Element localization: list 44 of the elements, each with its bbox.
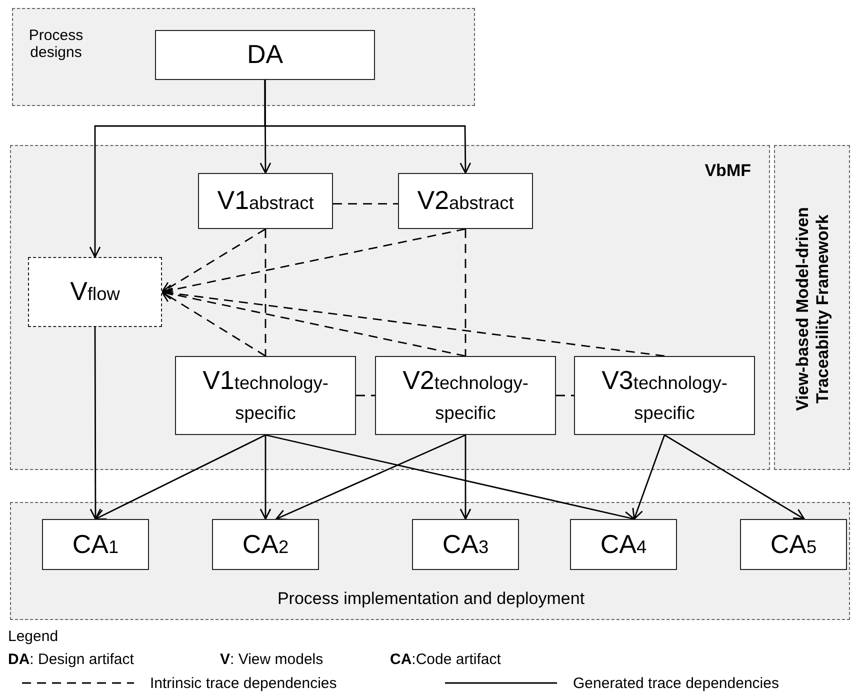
legend-label: Intrinsic trace dependencies <box>150 675 337 692</box>
model-box <box>574 356 755 435</box>
group-label: VbMF <box>704 161 751 181</box>
group-panel <box>10 145 770 470</box>
arrow <box>276 434 466 520</box>
model-box <box>198 173 333 229</box>
model-box <box>375 356 556 435</box>
group-panel <box>10 502 850 620</box>
dashed-connector <box>161 288 466 357</box>
arrow <box>460 435 472 520</box>
model-box <box>175 356 356 435</box>
group-label: Process designs <box>28 27 84 61</box>
model-box <box>398 173 533 229</box>
dashed-connector <box>464 229 466 356</box>
group-panel <box>774 145 850 470</box>
arrow <box>260 435 272 520</box>
arrow <box>90 327 102 520</box>
node-label: DA <box>246 40 284 70</box>
model-box <box>42 519 149 570</box>
model-box <box>412 519 519 570</box>
dashed-connector <box>264 229 266 356</box>
dashed-view-box <box>28 257 162 327</box>
dashed-connector <box>556 394 574 396</box>
legend-entry: CA:Code artifact <box>390 651 501 668</box>
model-box <box>570 519 677 570</box>
model-box <box>740 519 847 570</box>
dashed-connector <box>333 203 398 204</box>
arrow <box>664 434 805 520</box>
model-box <box>155 30 375 80</box>
dashed-connector <box>161 291 266 357</box>
legend-entry: DA: Design artifact <box>8 651 134 668</box>
dashed-connector <box>161 228 266 293</box>
legend-label: Generated trace dependencies <box>573 675 779 692</box>
group-panel <box>12 8 475 106</box>
legend-title: Legend <box>8 628 58 645</box>
dashed-connector <box>161 228 466 296</box>
dashed-connector <box>356 394 375 396</box>
group-label: View-based Model-driven Traceability Framework <box>793 206 833 413</box>
arrow <box>94 434 266 520</box>
arrow <box>632 434 666 520</box>
legend-entry: V: View models <box>220 651 324 668</box>
model-box <box>212 519 319 570</box>
arrow <box>89 80 266 258</box>
group-label: Process implementation and deployment <box>276 589 586 609</box>
